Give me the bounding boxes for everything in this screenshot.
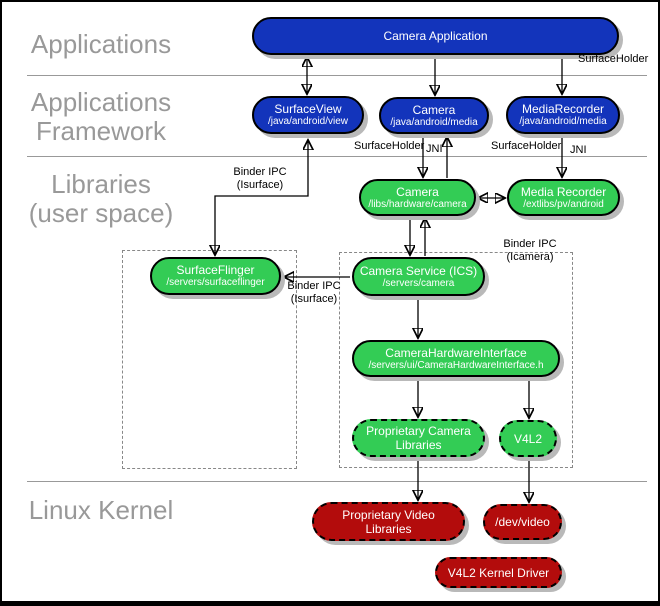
layer-separator-kernel xyxy=(27,481,647,482)
label-binder-ipc-icamera: Binder IPC (Icamera) xyxy=(503,238,557,263)
node-mediarecorder: MediaRecorder /java/android/media xyxy=(506,96,620,134)
label-jni-mediarecorder: JNI xyxy=(570,144,587,156)
node-surfaceflinger: SurfaceFlinger /servers/surfaceflinger xyxy=(150,257,281,295)
camera-service-process-container xyxy=(339,252,573,468)
node-proprietary-camera-libraries: Proprietary Camera Libraries xyxy=(352,419,485,457)
node-title: SurfaceFlinger xyxy=(176,263,255,277)
node-path: /java/android/media xyxy=(519,116,607,127)
node-path: /java/android/media xyxy=(390,116,478,128)
node-camera-application: Camera Application xyxy=(252,17,619,55)
node-camera-hardware-interface: CameraHardwareInterface /servers/ui/Came… xyxy=(352,340,560,377)
node-camera-framework: Camera /java/android/media xyxy=(379,97,489,134)
node-proprietary-video-libraries: Proprietary Video Libraries xyxy=(312,502,465,541)
node-camera-lib: Camera /libs/hardware/camera xyxy=(359,179,476,216)
node-surfaceview: SurfaceView /java/android/view xyxy=(252,96,364,134)
label-surfaceholder-top: SurfaceHolder xyxy=(578,53,649,65)
node-v4l2: V4L2 xyxy=(499,420,557,457)
node-title: SurfaceView xyxy=(274,102,342,116)
node-media-recorder-lib: Media Recorder /extlibs/pv/android xyxy=(507,179,620,216)
label-binder-ipc-isurface-top: Binder IPC (Isurface) xyxy=(233,166,287,191)
label-surfaceholder-camera: SurfaceHolder xyxy=(354,140,425,152)
node-title: Proprietary Video Libraries xyxy=(342,507,435,536)
node-v4l2-kernel-driver: V4L2 Kernel Driver xyxy=(435,557,562,588)
node-title: Media Recorder xyxy=(520,184,607,199)
node-title: V4L2 xyxy=(513,431,543,446)
node-path: /servers/ui/CameraHardwareInterface.h xyxy=(368,359,544,371)
node-title: Camera Application xyxy=(383,29,488,43)
node-dev-video: /dev/video xyxy=(483,504,562,540)
layer-label-applications: Applications xyxy=(30,29,172,59)
node-path: /libs/hardware/camera xyxy=(368,198,467,210)
node-path: /java/android/view xyxy=(267,116,349,127)
node-title: MediaRecorder xyxy=(521,102,605,116)
label-surfaceholder-mediarecorder: SurfaceHolder xyxy=(491,140,562,152)
layer-label-linux-kernel: Linux Kernel xyxy=(28,495,174,525)
layer-separator-framework xyxy=(27,156,647,157)
arrow-surfaceview-surfaceflinger-binder xyxy=(215,141,308,254)
node-title: Camera xyxy=(412,102,456,117)
node-path: /servers/surfaceflinger xyxy=(166,277,265,288)
node-path: /extlibs/pv/android xyxy=(523,198,604,210)
layer-label-libraries-user-space: Libraries (user space) xyxy=(28,169,174,228)
label-jni-camera: JNI xyxy=(426,143,443,155)
node-title: Camera Service (ICS) xyxy=(359,263,478,278)
node-title: V4L2 Kernel Driver xyxy=(447,565,550,580)
node-path: /servers/camera xyxy=(382,277,455,289)
node-title: Proprietary Camera Libraries xyxy=(366,424,471,452)
node-title: /dev/video xyxy=(495,515,550,529)
node-title: CameraHardwareInterface xyxy=(385,345,527,360)
label-binder-ipc-isurface-mid: Binder IPC (Isurface) xyxy=(287,280,341,305)
node-title: Camera xyxy=(396,184,439,199)
layer-label-applications-framework: Applications Framework xyxy=(30,87,172,146)
layer-separator-applications xyxy=(27,75,647,76)
node-camera-service: Camera Service (ICS) /servers/camera xyxy=(352,257,485,296)
